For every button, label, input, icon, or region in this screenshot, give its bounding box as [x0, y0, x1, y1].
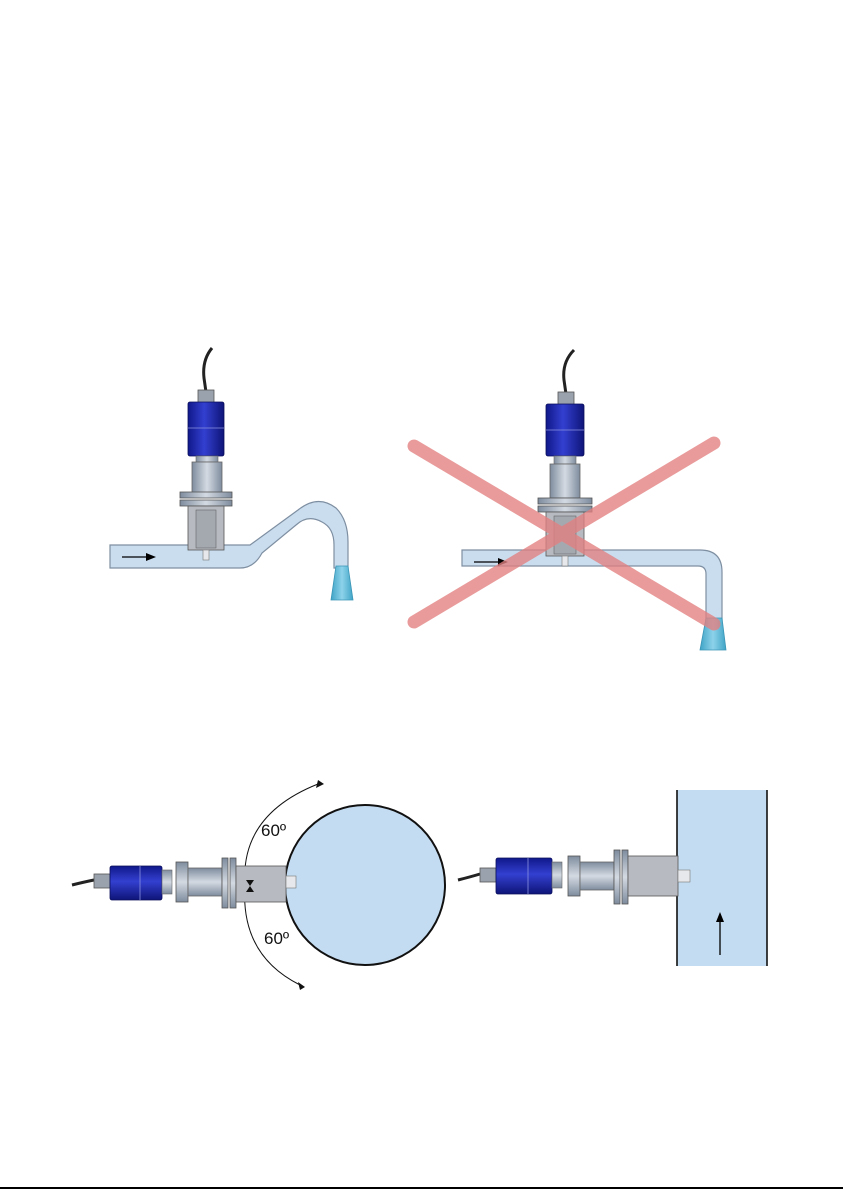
pipe-correct	[110, 501, 348, 568]
footer-rule	[0, 1187, 843, 1189]
figure-correct-installation	[110, 348, 353, 600]
pipe-cross-section	[285, 805, 445, 965]
sensor-vertical-correct	[180, 348, 232, 560]
figure-incorrect-installation	[414, 350, 726, 650]
angle-lower-label: 60º	[264, 929, 289, 948]
angle-upper-label: 60º	[261, 821, 286, 840]
sensor-horizontal-angled	[72, 858, 296, 908]
sensor-horizontal-side	[458, 850, 690, 904]
water-outflow-correct	[331, 566, 353, 600]
figure-angled-installation: 60º 60º	[72, 780, 445, 990]
pipe-vertical	[677, 790, 767, 966]
figure-side-installation	[458, 790, 767, 966]
